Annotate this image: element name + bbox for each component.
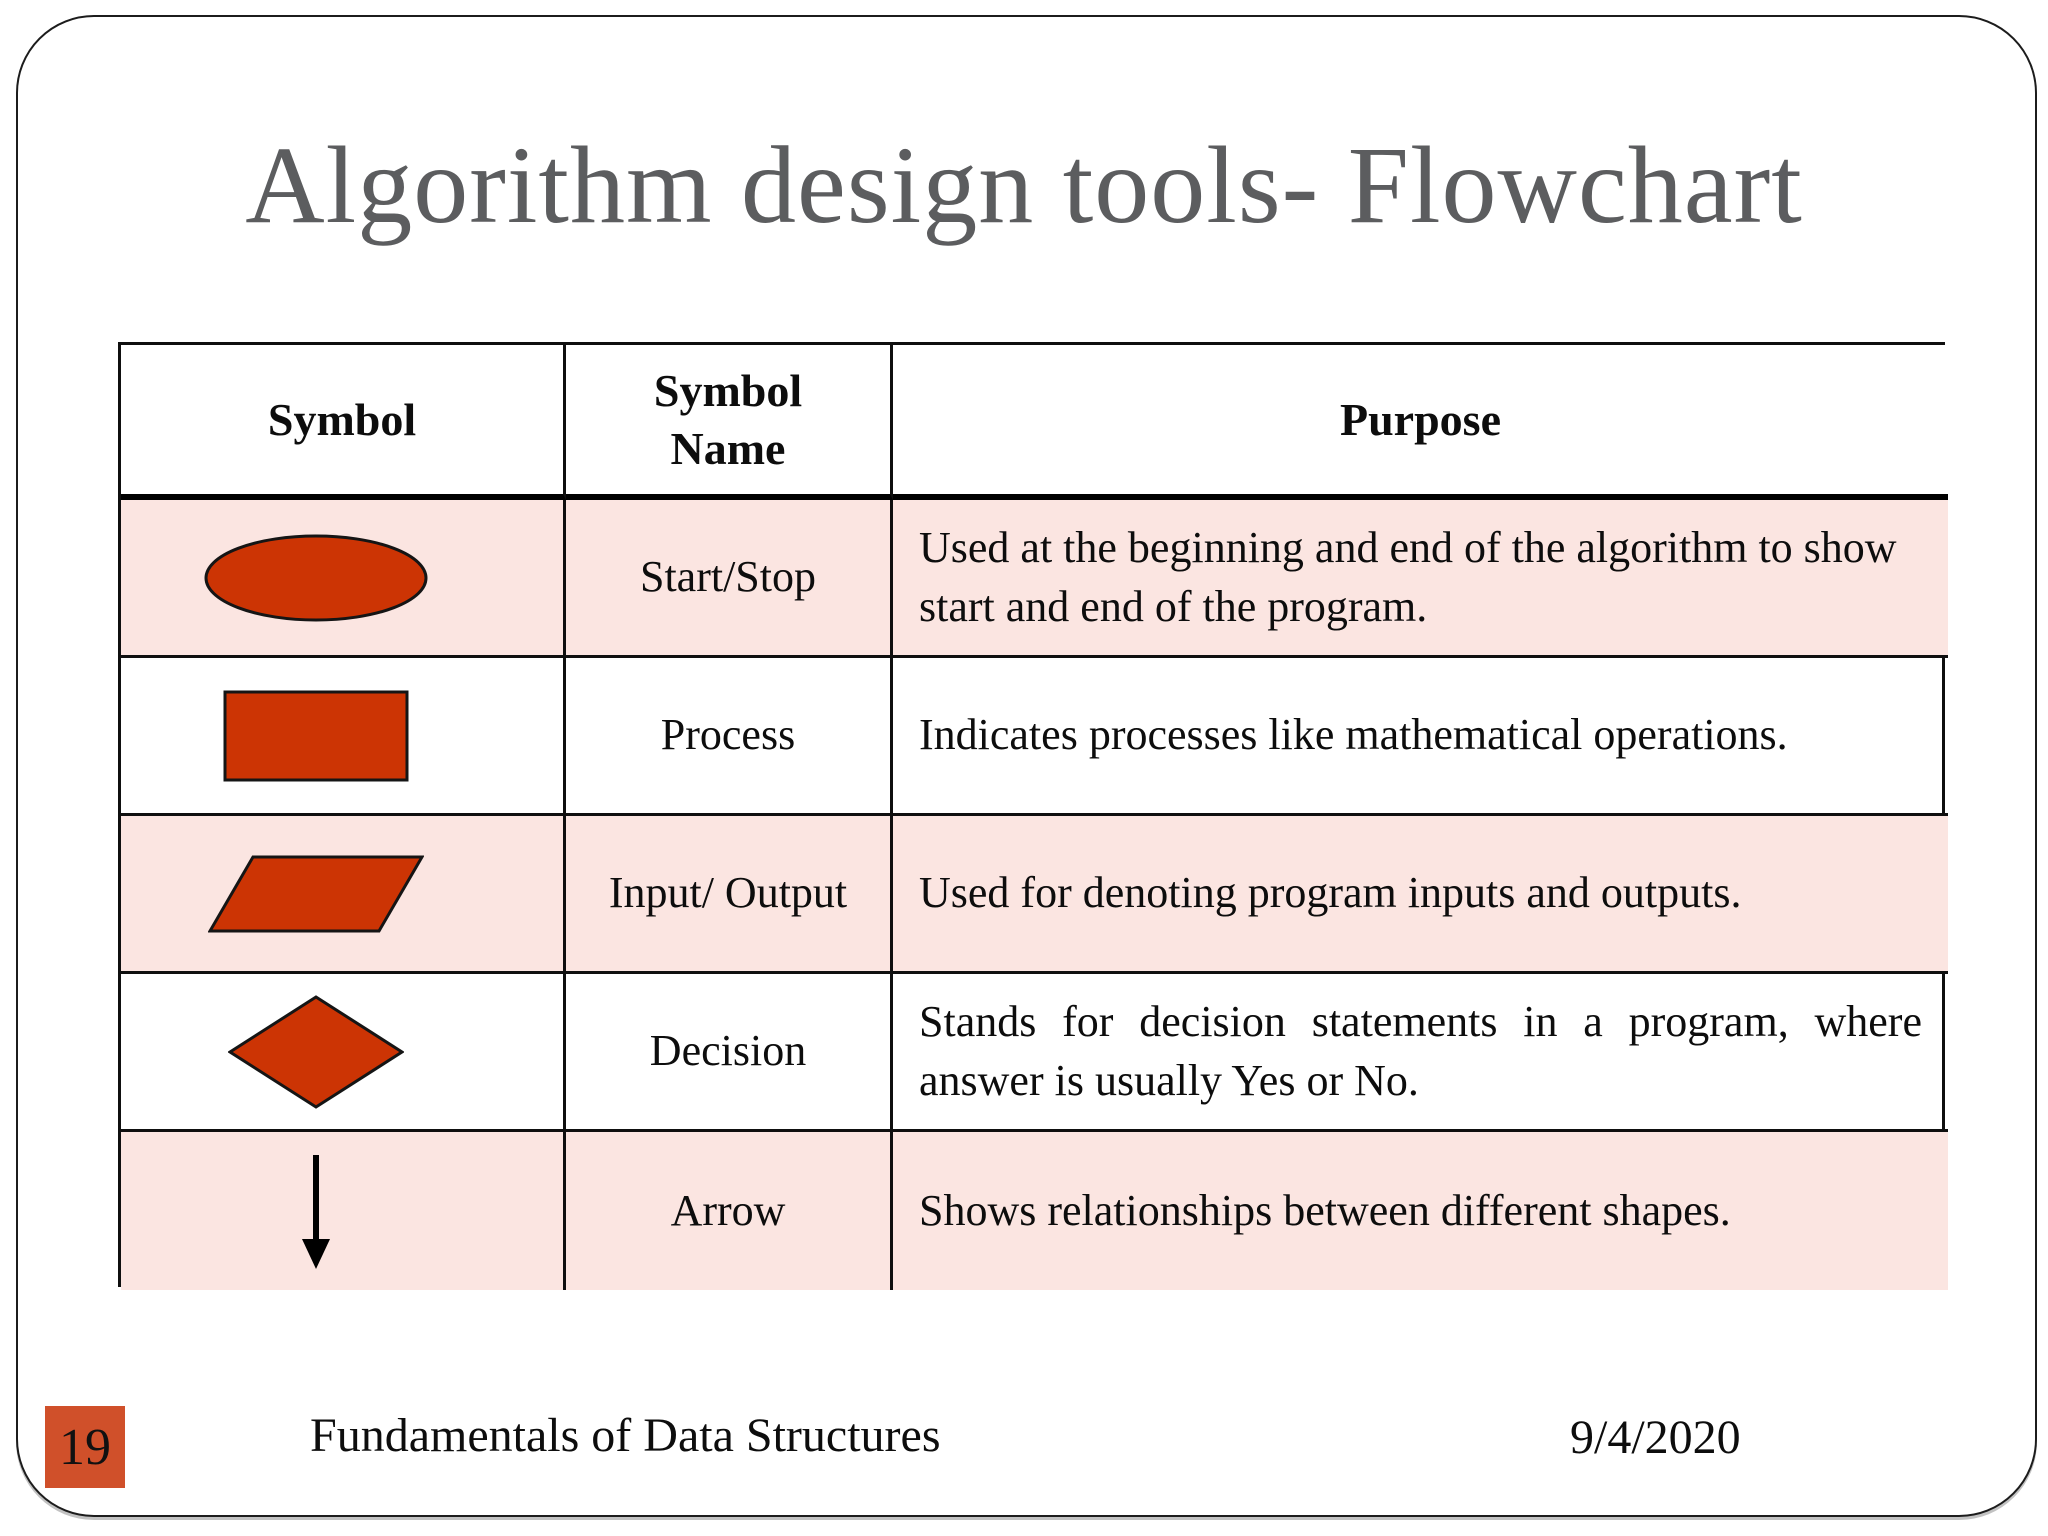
purpose-decision: Stands for decision statements in a prog…	[893, 974, 1948, 1132]
purpose-input-output: Used for denoting program inputs and out…	[893, 816, 1948, 974]
ellipse-shape-icon	[203, 532, 429, 624]
table-row-arrow-symbol-cell	[121, 1132, 566, 1290]
table-row-input-output-symbol-cell	[121, 816, 566, 974]
table-row-decision-symbol-cell	[121, 974, 566, 1132]
symbol-name-start-stop: Start/Stop	[566, 500, 893, 658]
slide-title: Algorithm design tools- Flowchart	[245, 124, 1803, 246]
purpose-arrow: Shows relationships between different sh…	[893, 1132, 1948, 1290]
purpose-start-stop: Used at the beginning and end of the alg…	[893, 500, 1948, 658]
page-number: 19	[59, 1418, 111, 1476]
arrow-shape-icon	[294, 1151, 338, 1271]
purpose-process: Indicates processes like mathematical op…	[893, 658, 1948, 816]
parallelogram-shape-icon	[208, 855, 424, 933]
flowchart-symbols-table: Symbol Symbol Name Purpose Start/Stop Us…	[118, 342, 1948, 1290]
column-header-purpose: Purpose	[893, 345, 1948, 500]
rectangle-shape-icon	[223, 690, 409, 782]
column-header-symbol: Symbol	[121, 345, 566, 500]
symbol-name-arrow: Arrow	[566, 1132, 893, 1290]
symbol-name-process: Process	[566, 658, 893, 816]
table-row-process-symbol-cell	[121, 658, 566, 816]
column-header-symbol-name: Symbol Name	[566, 345, 893, 500]
page-number-badge: 19	[45, 1406, 125, 1488]
symbol-name-decision: Decision	[566, 974, 893, 1132]
footer-course-title: Fundamentals of Data Structures	[310, 1409, 941, 1462]
footer-date: 9/4/2020	[1570, 1411, 1741, 1464]
column-header-symbol-name-label: Symbol Name	[653, 365, 803, 474]
symbol-name-input-output: Input/ Output	[566, 816, 893, 974]
table-row-start-stop-symbol-cell	[121, 500, 566, 658]
diamond-shape-icon	[228, 994, 404, 1109]
